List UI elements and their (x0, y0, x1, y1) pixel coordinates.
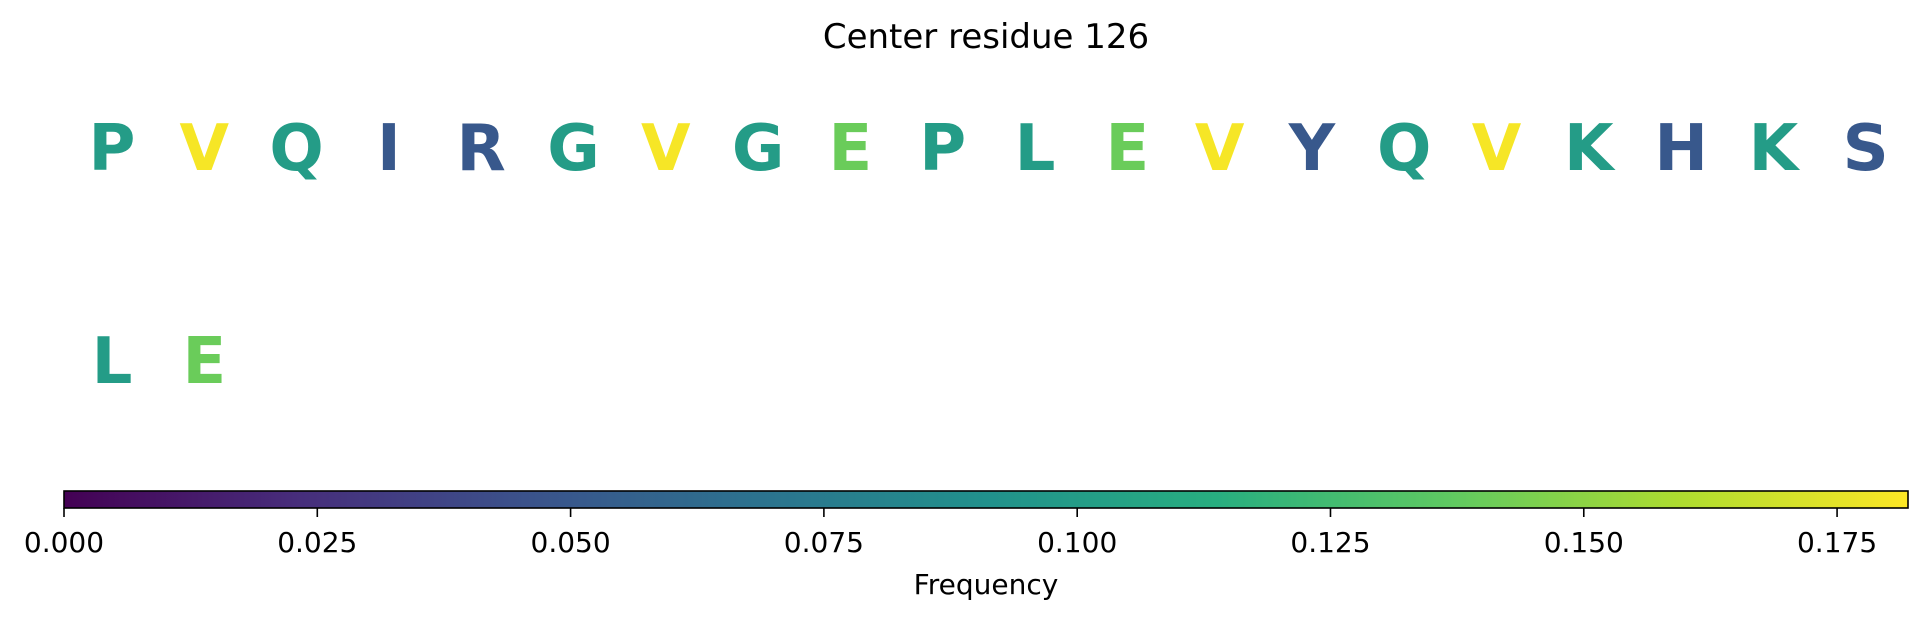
residue-letter: G (732, 112, 785, 186)
colorbar-label: Frequency (914, 568, 1059, 601)
residue-letter: L (1015, 112, 1056, 186)
residue-letter: E (1105, 112, 1149, 186)
colorbar-tick-label: 0.000 (24, 526, 104, 559)
residue-letter: P (919, 112, 966, 186)
colorbar-tick-label: 0.125 (1290, 526, 1370, 559)
residue-letter: Q (269, 112, 323, 186)
residue-letter: Q (1377, 112, 1431, 186)
colorbar-gradient (64, 491, 1908, 508)
residue-letter: V (1472, 112, 1522, 186)
residue-letter: V (180, 112, 230, 186)
residue-letter: I (377, 112, 401, 186)
colorbar-tick-label: 0.175 (1797, 526, 1877, 559)
residue-letter: S (1843, 112, 1889, 186)
colorbar-tick-label: 0.150 (1544, 526, 1624, 559)
residue-letter: V (641, 112, 691, 186)
colorbar: 0.000 0.025 0.050 0.075 0.100 0.125 0.150 0.175… (24, 490, 1909, 601)
residue-letter: E (829, 112, 873, 186)
colorbar-tick-label: 0.025 (277, 526, 357, 559)
colorbar-tick-label: 0.100 (1037, 526, 1117, 559)
chart-title: Center residue 126 (823, 17, 1149, 57)
residue-letter: G (547, 112, 600, 186)
residue-letter: Y (1288, 112, 1336, 186)
residue-letter: L (92, 325, 133, 399)
colorbar-tick-label: 0.050 (531, 526, 611, 559)
residue-letter: R (457, 112, 506, 186)
residue-letter: E (182, 325, 226, 399)
colorbar-tick-label: 0.075 (784, 526, 864, 559)
residue-letter: P (89, 112, 136, 186)
residue-letter: K (1749, 112, 1801, 186)
colorbar-frame (63, 490, 1909, 509)
residue-letter: V (1195, 112, 1245, 186)
residue-letter: H (1654, 112, 1708, 186)
residue-letter: K (1564, 112, 1616, 186)
colorbar-ticks: 0.000 0.025 0.050 0.075 0.100 0.125 0.150 0.175 (24, 508, 1877, 559)
